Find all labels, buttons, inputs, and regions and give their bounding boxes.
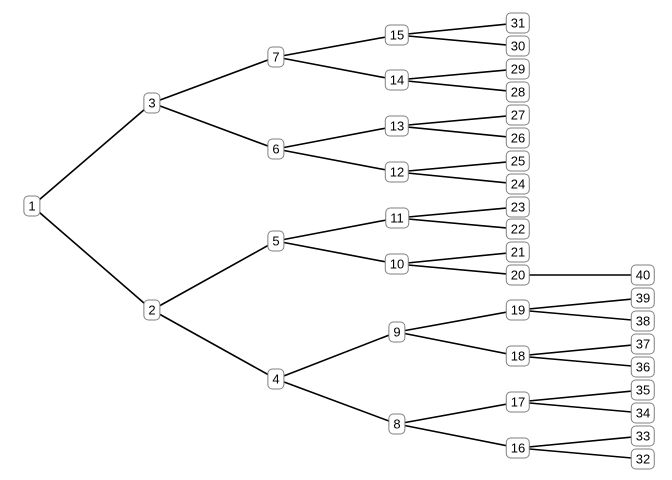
tree-node-36: 36 — [630, 356, 656, 378]
tree-node-23: 23 — [505, 196, 531, 218]
tree-edge-6-13 — [275, 125, 398, 150]
tree-edge-19-38 — [517, 309, 644, 322]
tree-node-8: 8 — [388, 413, 406, 435]
tree-edge-3-7 — [151, 56, 277, 104]
tree-edge-18-36 — [517, 355, 644, 368]
tree-node-27: 27 — [505, 104, 531, 126]
tree-node-26: 26 — [505, 127, 531, 149]
tree-edge-3-6 — [151, 102, 277, 150]
tree-edge-5-10 — [275, 240, 398, 265]
tree-edge-11-23 — [396, 206, 519, 219]
tree-node-21: 21 — [505, 241, 531, 263]
tree-node-32: 32 — [630, 448, 656, 470]
tree-edge-1-2 — [31, 205, 153, 311]
tree-edge-6-12 — [275, 148, 398, 173]
tree-edge-8-16 — [396, 423, 519, 449]
tree-edge-12-25 — [396, 160, 519, 173]
tree-edge-11-22 — [396, 217, 519, 230]
tree-edge-2-5 — [151, 240, 277, 311]
tree-node-35: 35 — [630, 379, 656, 401]
tree-edge-17-34 — [517, 401, 644, 414]
tree-edge-2-4 — [151, 309, 277, 380]
tree-node-38: 38 — [630, 310, 656, 332]
tree-edge-7-14 — [275, 56, 398, 81]
tree-edge-1-3 — [31, 102, 153, 207]
tree-edge-16-32 — [517, 447, 644, 460]
tree-edge-13-27 — [396, 114, 519, 127]
tree-node-39: 39 — [630, 287, 656, 309]
tree-node-25: 25 — [505, 150, 531, 172]
tree-edge-9-19 — [396, 309, 519, 333]
tree-node-7: 7 — [267, 46, 285, 68]
tree-node-10: 10 — [384, 253, 410, 275]
tree-node-33: 33 — [630, 425, 656, 447]
tree-edge-4-9 — [275, 331, 398, 380]
tree-edge-8-17 — [396, 401, 519, 425]
tree-node-4: 4 — [267, 368, 285, 390]
tree-edge-19-39 — [517, 297, 644, 311]
tree-node-18: 18 — [505, 345, 531, 367]
tree-edge-15-31 — [396, 22, 519, 36]
tree-node-17: 17 — [505, 391, 531, 413]
tree-edge-9-18 — [396, 331, 519, 357]
tree-edge-5-11 — [275, 217, 398, 242]
tree-node-9: 9 — [388, 321, 406, 343]
tree-node-3: 3 — [143, 92, 161, 114]
tree-edge-14-28 — [396, 79, 519, 93]
tree-edge-10-20 — [396, 263, 519, 276]
tree-edge-14-29 — [396, 68, 519, 81]
tree-node-31: 31 — [505, 12, 531, 34]
tree-node-5: 5 — [267, 230, 285, 252]
tree-node-13: 13 — [384, 115, 410, 137]
tree-node-6: 6 — [267, 138, 285, 160]
tree-node-11: 11 — [385, 207, 409, 229]
tree-edge-16-33 — [517, 435, 644, 449]
tree-node-1: 1 — [23, 195, 41, 217]
tree-edge-10-21 — [396, 251, 519, 265]
tree-node-12: 12 — [384, 161, 410, 183]
tree-node-28: 28 — [505, 81, 531, 103]
tree-node-40: 40 — [630, 264, 656, 286]
tree-edge-18-37 — [517, 343, 644, 357]
tree-node-2: 2 — [143, 299, 161, 321]
tree-edge-7-15 — [275, 34, 398, 58]
tree-edge-17-35 — [517, 389, 644, 403]
tree-node-37: 37 — [630, 333, 656, 355]
tree-node-20: 20 — [505, 264, 531, 286]
tree-node-15: 15 — [384, 24, 410, 46]
tree-edge-4-8 — [275, 378, 398, 425]
tree-node-34: 34 — [630, 402, 656, 424]
tree-node-24: 24 — [505, 173, 531, 195]
tree-edge-12-24 — [396, 171, 519, 185]
tree-edge-13-26 — [396, 125, 519, 139]
tree-node-30: 30 — [505, 35, 531, 57]
tree-node-14: 14 — [384, 69, 410, 91]
tree-node-19: 19 — [505, 299, 531, 321]
tree-node-29: 29 — [505, 58, 531, 80]
tree-node-16: 16 — [505, 437, 531, 459]
tree-edge-15-30 — [396, 34, 519, 47]
tree-node-22: 22 — [505, 218, 531, 240]
